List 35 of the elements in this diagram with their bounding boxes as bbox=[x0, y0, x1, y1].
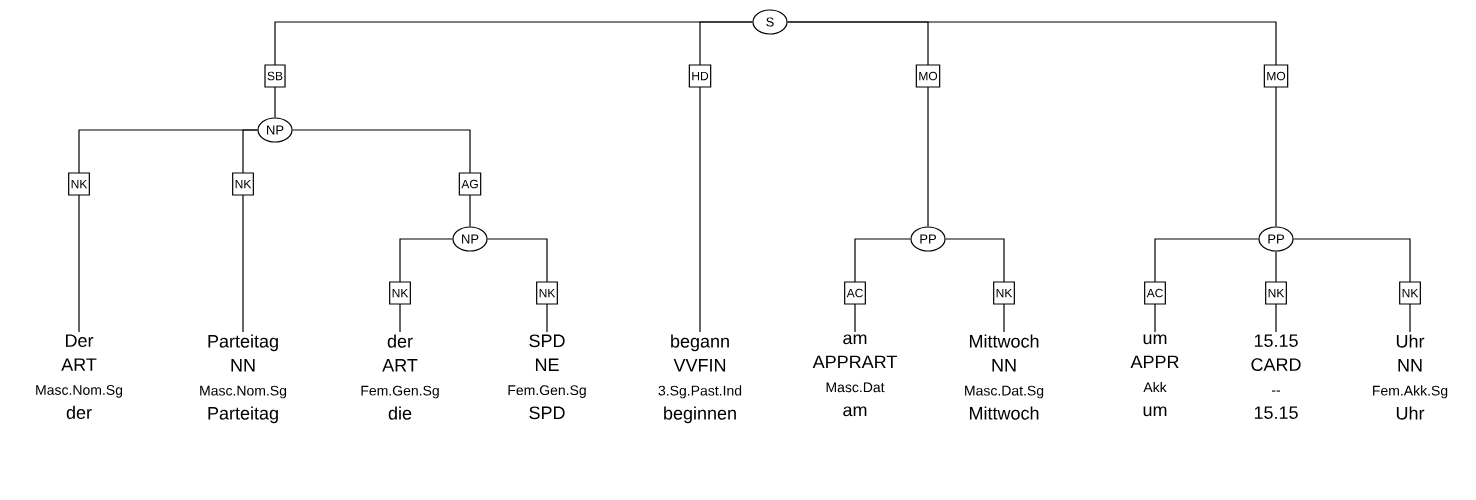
edge-label: MO bbox=[915, 64, 941, 88]
word-annotation: der ART Fem.Gen.Sg die bbox=[361, 334, 439, 420]
edge-label: NK bbox=[1399, 281, 1421, 305]
word-annotation: um APPR Akk um bbox=[1130, 334, 1179, 417]
tree-branch bbox=[854, 238, 911, 333]
edge-label: SB bbox=[264, 64, 286, 88]
edge-label: NK bbox=[1265, 281, 1287, 305]
word-annotation: 15.15 CARD -- 15.15 bbox=[1251, 334, 1301, 419]
edge-label: HD bbox=[688, 64, 712, 88]
word-annotation: begann VVFIN 3.Sg.Past.Ind beginnen bbox=[658, 334, 742, 424]
tree-branch bbox=[1154, 238, 1259, 333]
edge-label: AC bbox=[1144, 281, 1166, 305]
edge-label: NK bbox=[232, 172, 254, 196]
tree-branch bbox=[292, 129, 471, 227]
edge-label: MO bbox=[1263, 64, 1289, 88]
edge-label: NK bbox=[68, 172, 90, 196]
word-annotation: Uhr NN Fem.Akk.Sg Uhr bbox=[1373, 334, 1448, 420]
tree-branch bbox=[699, 21, 753, 333]
word-annotation: SPD NE Fem.Gen.Sg SPD bbox=[508, 334, 586, 420]
tree-branch bbox=[399, 238, 454, 333]
tree-branch bbox=[945, 238, 1005, 333]
edge-label: NK bbox=[993, 281, 1015, 305]
word-annotation: Parteitag NN Masc.Nom.Sg Parteitag bbox=[200, 334, 287, 424]
tree-branch bbox=[242, 129, 259, 333]
word-annotation: Der ART Masc.Nom.Sg der bbox=[36, 334, 123, 419]
tree-branch bbox=[787, 21, 1277, 227]
tree-branch bbox=[1275, 251, 1277, 333]
edge-label: AG bbox=[458, 172, 482, 196]
word-annotation: Mittwoch NN Masc.Dat.Sg Mittwoch bbox=[965, 334, 1044, 420]
edge-label: NK bbox=[389, 281, 411, 305]
edge-label: NK bbox=[536, 281, 558, 305]
tree-branch bbox=[487, 238, 548, 333]
word-annotation: am APPRART Masc.Dat am bbox=[812, 334, 897, 417]
edge-label: AC bbox=[844, 281, 866, 305]
tree-branch bbox=[1293, 238, 1411, 333]
